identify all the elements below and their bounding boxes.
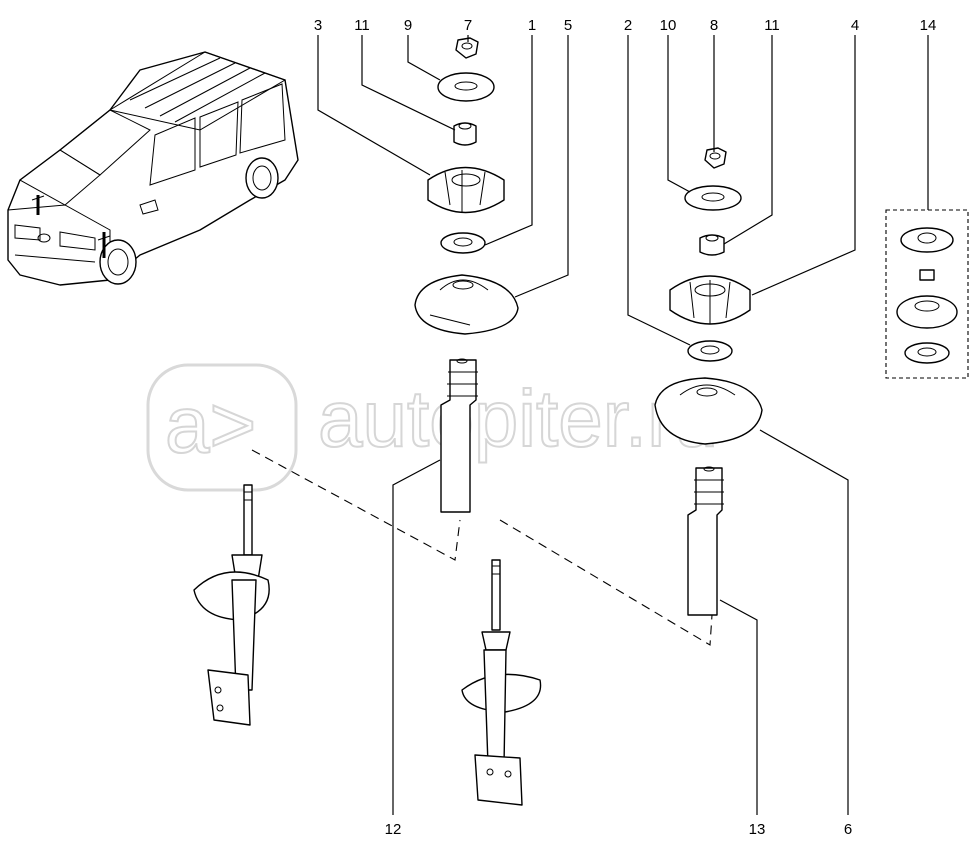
callout-3: 3: [314, 17, 322, 34]
part-11-nut-right: [699, 234, 725, 256]
callout-13: 13: [749, 821, 766, 838]
callout-11-right: 11: [764, 17, 780, 34]
watermark-logo-frame: [146, 363, 298, 492]
part-4-support: [669, 275, 751, 325]
callout-7: 7: [464, 17, 472, 34]
part-8-nut: [704, 147, 727, 169]
watermark: a> autopiter.ru: [146, 363, 719, 492]
part-14-kit: [885, 209, 969, 379]
callouts: 3 11 9 7 1 5 2 10 8 11 4 14 12 13 6: [314, 17, 937, 838]
watermark-logo-mark: a>: [165, 380, 256, 469]
callout-6: 6: [844, 821, 852, 838]
callout-9: 9: [404, 17, 412, 34]
assembly-guides: [251, 449, 713, 646]
watermark-text: autopiter.ru: [318, 374, 718, 463]
left-strut: [193, 484, 270, 726]
part-5-spring-seat: [414, 274, 519, 335]
leader-lines: [317, 35, 929, 815]
callout-14: 14: [920, 17, 937, 34]
part-10-washer: [684, 185, 742, 211]
callout-10: 10: [660, 17, 677, 34]
callout-12: 12: [385, 821, 402, 838]
car-illustration: [7, 51, 299, 286]
part-9-washer: [437, 72, 495, 102]
part-6-spring-seat: [654, 377, 763, 445]
callout-2: 2: [624, 17, 632, 34]
callout-8: 8: [710, 17, 718, 34]
right-strut-stack: [654, 147, 763, 616]
part-12-boot: [440, 358, 478, 513]
part-3-support: [427, 166, 505, 214]
right-strut: [461, 559, 542, 806]
part-7-nut: [455, 37, 479, 59]
left-strut-stack: [414, 37, 519, 513]
part-13-boot: [687, 466, 724, 616]
part-11-bushing: [453, 122, 477, 146]
callout-4: 4: [851, 17, 859, 34]
callout-5: 5: [564, 17, 572, 34]
callout-11-left: 11: [354, 17, 370, 34]
part-2-ring: [687, 340, 733, 362]
callout-1: 1: [528, 17, 536, 34]
part-1-ring: [440, 232, 486, 254]
